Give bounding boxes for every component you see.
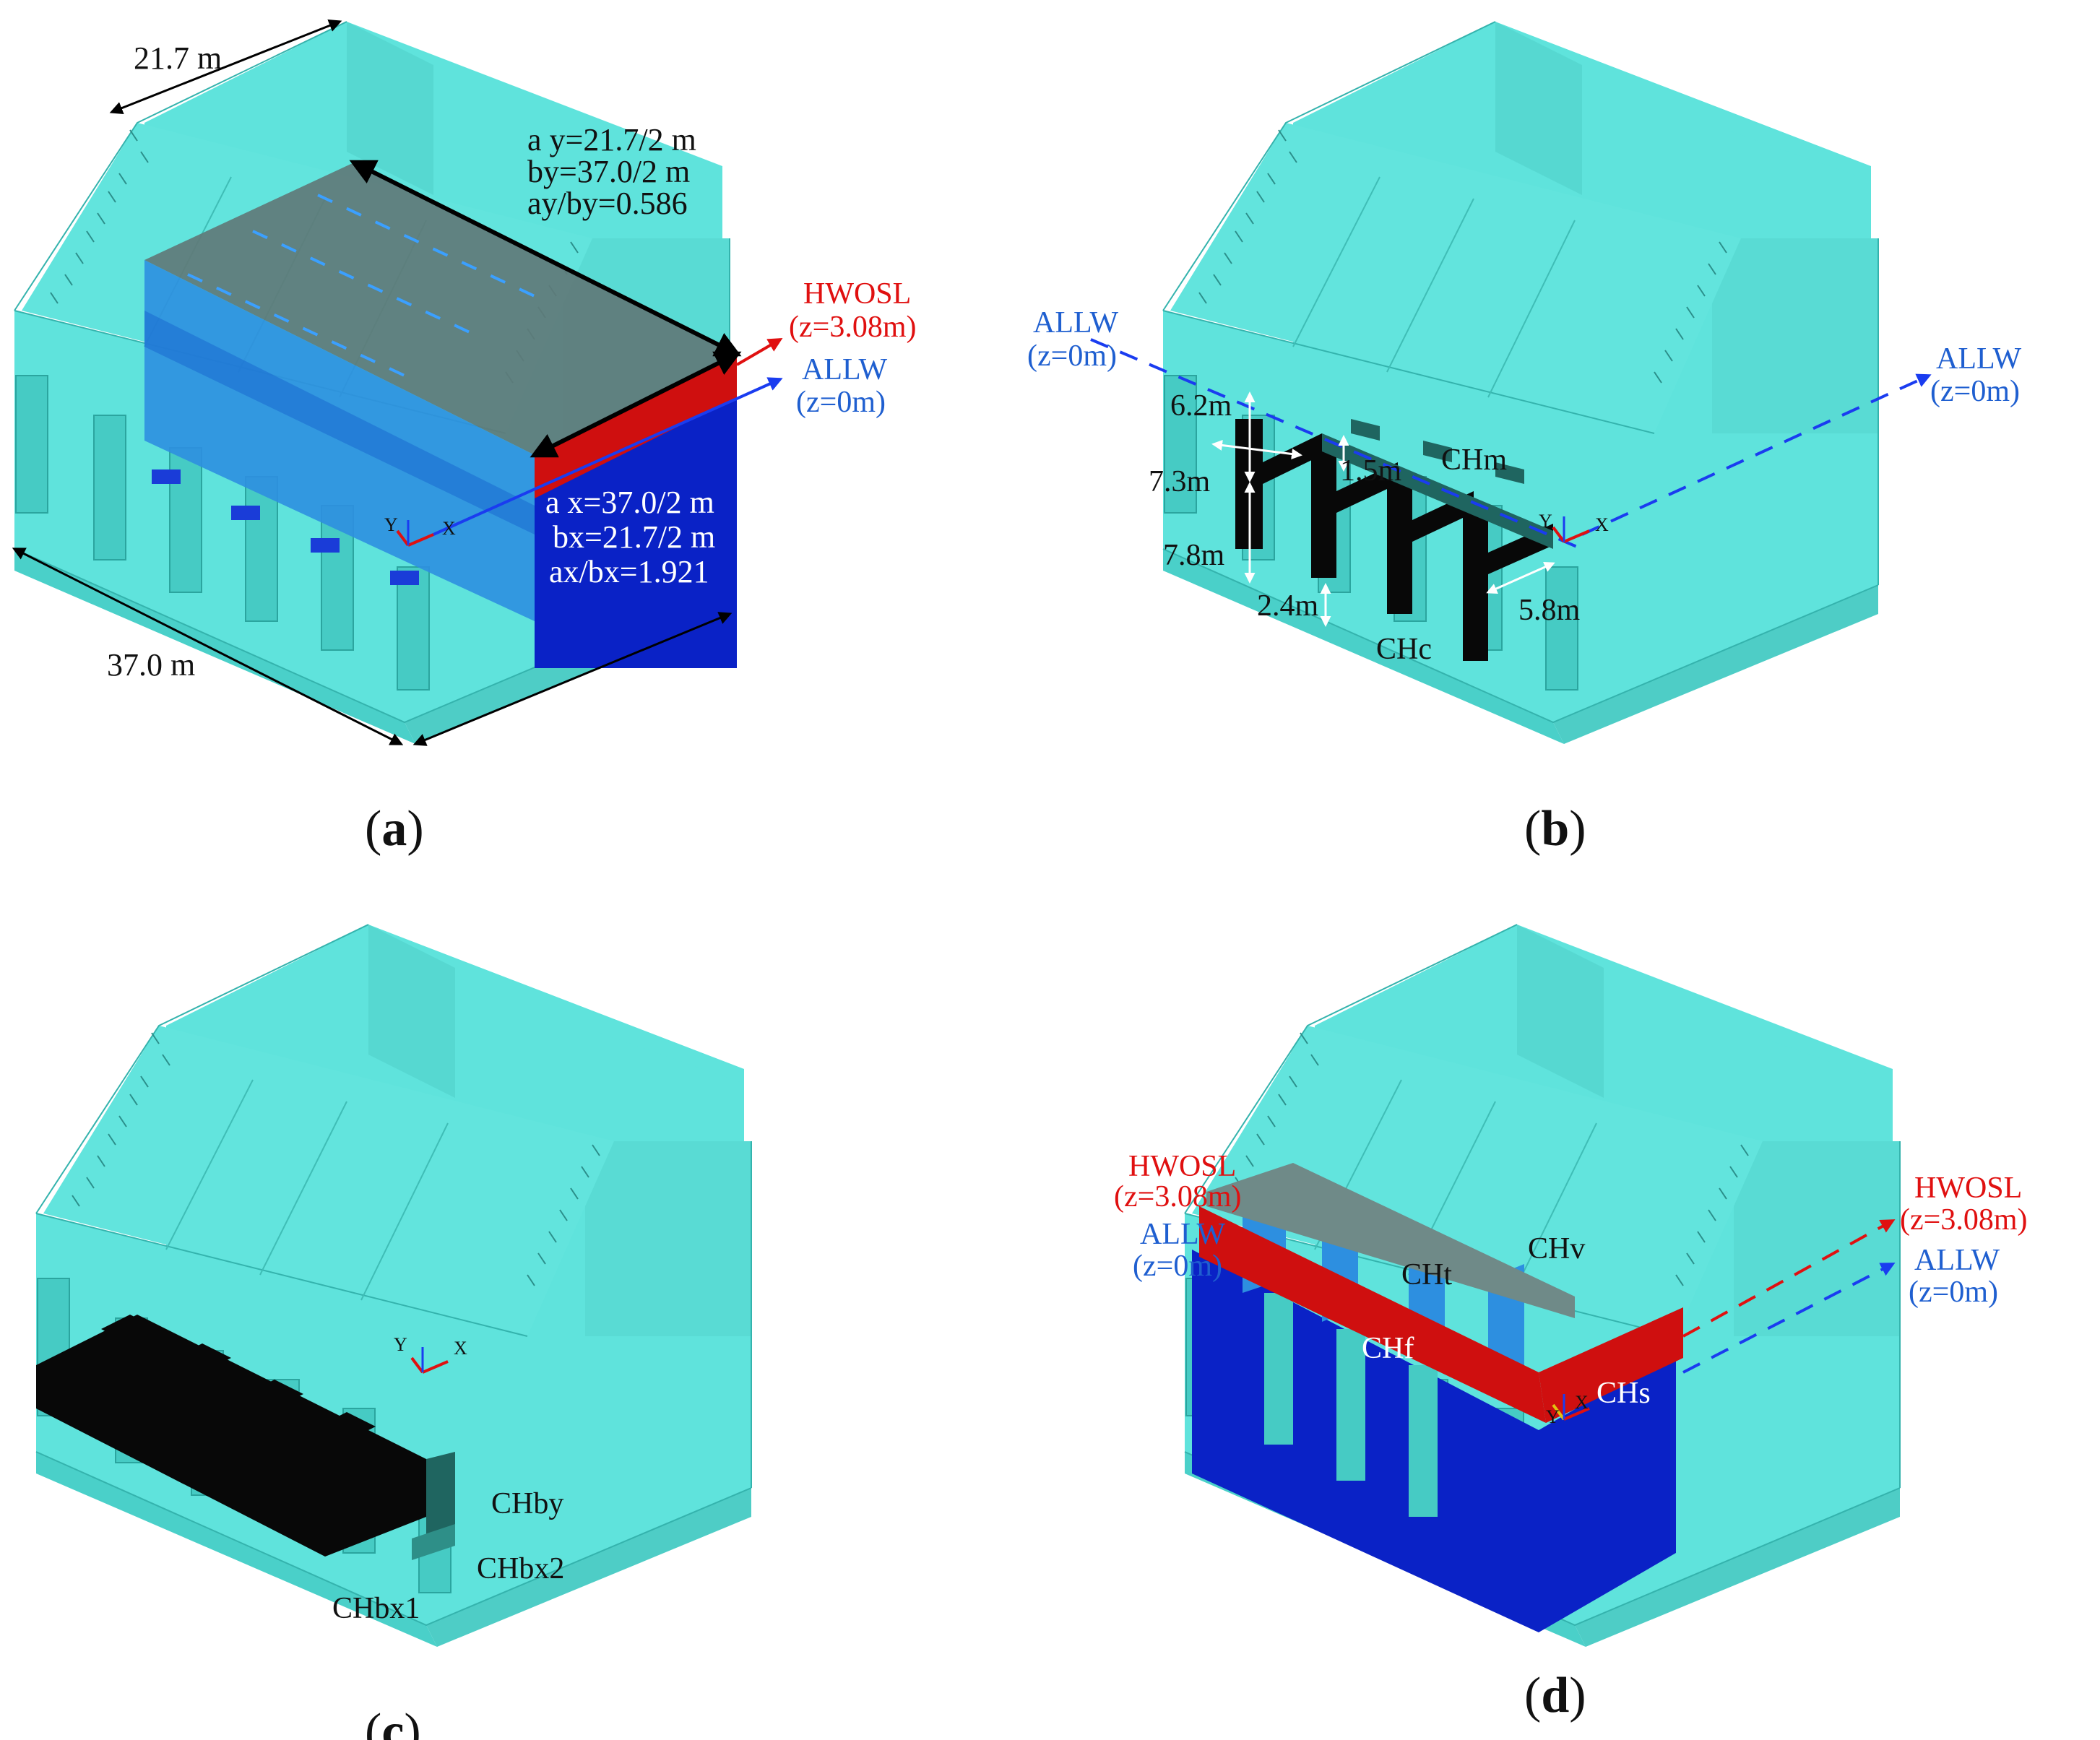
axis-y-label: Y: [1546, 1406, 1560, 1427]
caption-b: (b): [1524, 801, 1586, 857]
dim-7-3-label: 7.3m: [1149, 465, 1211, 498]
allw-left-label: ALLW: [1140, 1218, 1226, 1251]
allw-right-z-label: (z=0m): [1930, 375, 2020, 408]
hwosl-label: HWOSL: [803, 277, 911, 311]
allw-z-label: (z=0m): [796, 386, 886, 419]
panel-c: Y X CHby CHbx2 CHbx1 (c): [35, 924, 752, 1740]
dim-37-0-label: 37.0 m: [107, 647, 195, 683]
chs-band: [1539, 1307, 1683, 1423]
chc-label: CHc: [1376, 633, 1432, 666]
axis-x-label: X: [454, 1338, 467, 1359]
dim-1-5-label: 1.5m: [1340, 454, 1402, 488]
chbx1-duct: [36, 1315, 426, 1557]
allw-right-z-label: (z=0m): [1909, 1276, 1998, 1309]
chbx2-label: CHbx2: [477, 1552, 564, 1585]
allw-label: ALLW: [802, 353, 888, 386]
top-frame: [1206, 1163, 1575, 1318]
axis-triad: Y X: [394, 1334, 467, 1374]
axis-x-label: X: [1575, 1392, 1589, 1413]
chby-label: CHby: [491, 1487, 563, 1520]
hwosl-z-label: (z=3.08m): [789, 311, 916, 344]
chs-label: CHs: [1596, 1377, 1651, 1410]
hwosl-right-label: HWOSL: [1914, 1172, 2022, 1205]
panel-a: Y X 21.7 m a y=21.7/2 m by=37.0/2 m ay/b…: [12, 19, 916, 857]
dim-5-8-label: 5.8m: [1518, 594, 1581, 627]
axis-triad: Y X: [1539, 511, 1609, 543]
ax-label: a x=37.0/2 m: [545, 485, 714, 520]
hwosl-left-z-label: (z=3.08m): [1114, 1180, 1241, 1213]
chm-label: CHm: [1441, 443, 1507, 477]
bx-label: bx=21.7/2 m: [553, 519, 715, 555]
chf-label: CHf: [1362, 1332, 1414, 1365]
hwosl-right-z-label: (z=3.08m): [1900, 1203, 2027, 1237]
chm-beam: [1322, 433, 1553, 549]
chby-duct: [426, 1452, 455, 1546]
dim-7-8-label: 7.8m: [1163, 539, 1225, 572]
allw-right-label: ALLW: [1936, 342, 2022, 376]
axis-x-label: X: [1595, 514, 1609, 535]
chbx2-duct: [412, 1524, 455, 1560]
caption-c: (c): [365, 1704, 421, 1740]
allw-right-label: ALLW: [1914, 1244, 2000, 1277]
allw-left-z-label: (z=0m): [1133, 1250, 1222, 1283]
ay-by-label: ay/by=0.586: [527, 186, 688, 221]
chv-label: CHv: [1528, 1232, 1585, 1265]
axis-y-label: Y: [394, 1334, 407, 1355]
axis-y-label: Y: [384, 514, 398, 535]
panel-b: Y X ALLW (z=0m) ALLW (z=0m) 6.2m 7.3m 1.…: [1027, 21, 2022, 857]
allw-left-z-label: (z=0m): [1027, 339, 1117, 373]
ay-label: a y=21.7/2 m: [527, 122, 696, 157]
ax-bx-label: ax/bx=1.921: [549, 554, 709, 589]
axis-triad: Y X: [1546, 1392, 1590, 1427]
chbx1-label: CHbx1: [332, 1592, 420, 1625]
axis-y-label: Y: [1539, 511, 1552, 532]
dim-2-4-label: 2.4m: [1257, 589, 1319, 623]
dim-21-7-label: 21.7 m: [134, 40, 222, 76]
by-label: by=37.0/2 m: [527, 154, 690, 189]
dim-6-2-label: 6.2m: [1170, 389, 1232, 423]
panel-d: Y X HWOSL (z=3.08m) ALLW (z=0m) CHt CHv …: [1114, 924, 2027, 1723]
chf-band: [1199, 1206, 1546, 1423]
allw-left-label: ALLW: [1033, 306, 1119, 339]
axis-triad: Y X: [384, 514, 456, 547]
axis-x-label: X: [442, 518, 456, 539]
hwosl-left-label: HWOSL: [1128, 1150, 1236, 1183]
caption-a: (a): [365, 801, 424, 857]
caption-d: (d): [1524, 1668, 1586, 1723]
cht-label: CHt: [1401, 1258, 1452, 1291]
